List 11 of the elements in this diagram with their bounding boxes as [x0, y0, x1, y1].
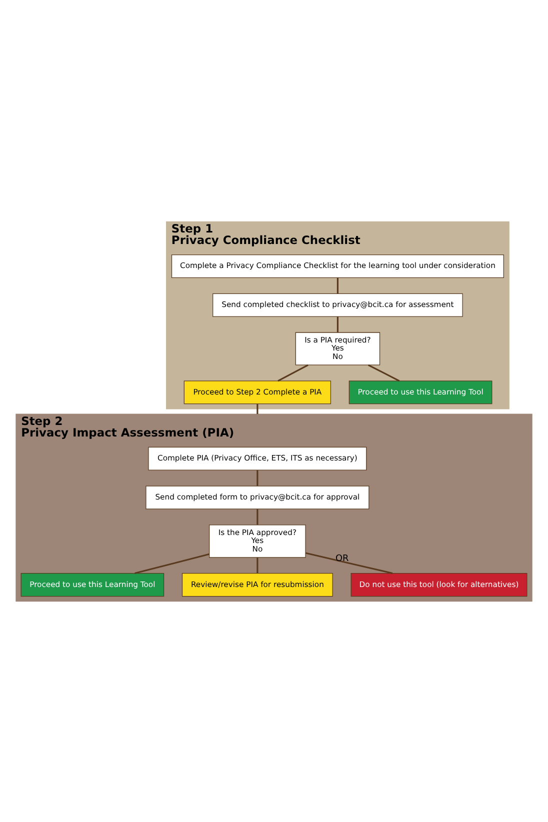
connector	[256, 470, 258, 486]
edge-label: OR	[336, 553, 349, 564]
connector	[368, 364, 400, 382]
connector	[134, 552, 210, 574]
connector	[278, 364, 308, 382]
connector	[336, 316, 338, 332]
connector	[256, 557, 258, 573]
connector	[256, 404, 258, 414]
connector	[256, 508, 258, 524]
connector	[305, 552, 393, 574]
connector	[336, 277, 338, 293]
